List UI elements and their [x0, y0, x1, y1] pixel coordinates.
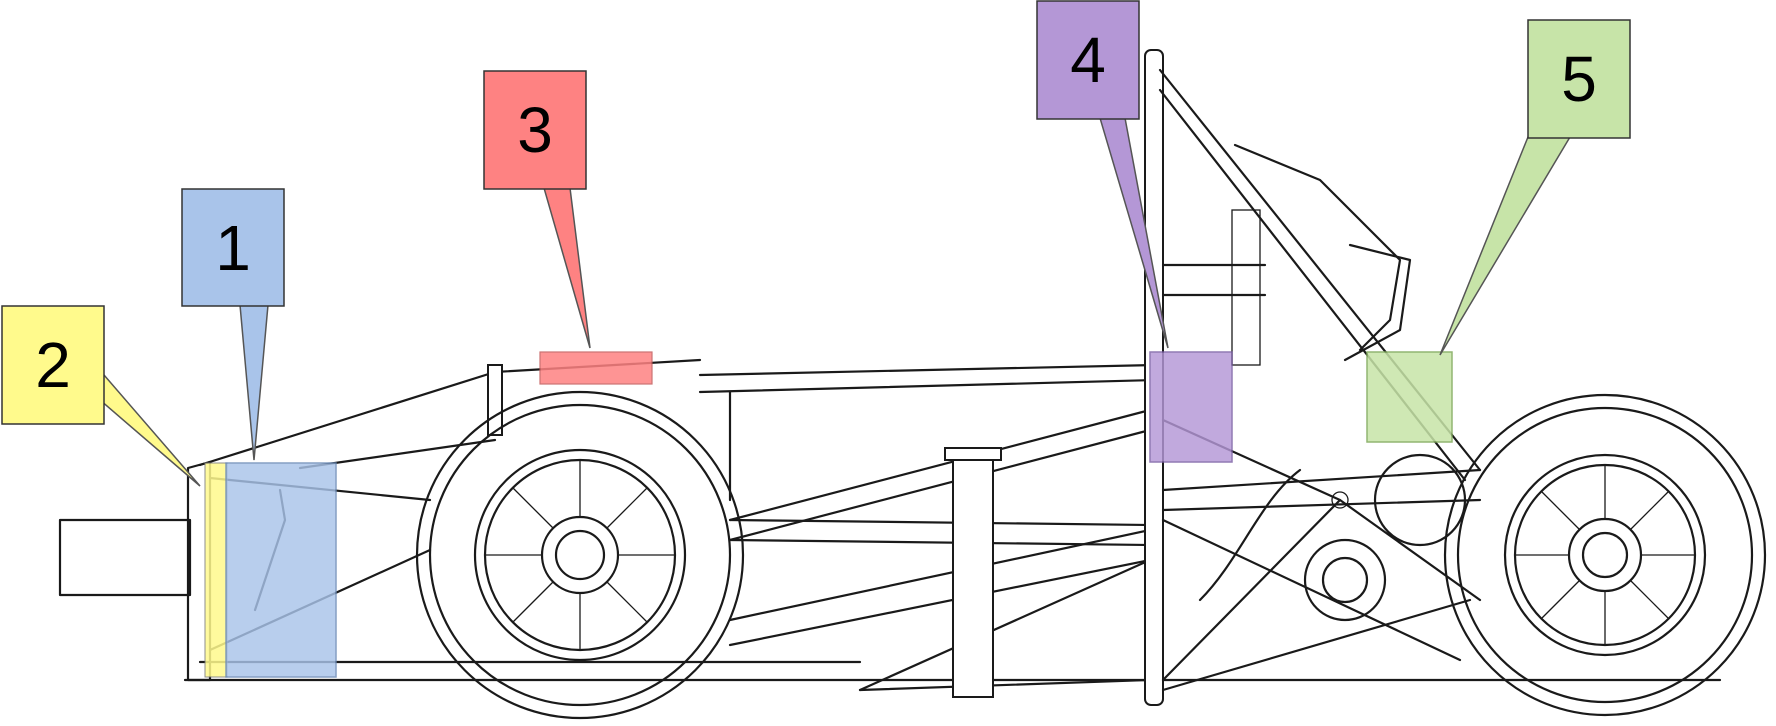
callout-3: 3	[483, 70, 653, 385]
callout-1-label: 1	[215, 212, 251, 284]
callout-5-pointer	[1439, 136, 1572, 356]
highlight-region-5	[1366, 351, 1453, 443]
highlight-region-2	[204, 462, 228, 678]
callout-3-box	[483, 70, 587, 190]
callout-4-box	[1036, 0, 1140, 120]
callout-2-label: 2	[35, 329, 71, 401]
callout-5-box	[1527, 19, 1631, 139]
callout-2: 2	[1, 305, 228, 678]
callout-4: 4	[1036, 0, 1233, 463]
highlight-region-1	[225, 462, 337, 678]
callout-2-pointer	[99, 373, 201, 487]
callout-5: 5	[1366, 19, 1631, 443]
callout-1-box	[181, 188, 285, 307]
callout-5-label: 5	[1561, 43, 1597, 115]
callout-3-label: 3	[517, 94, 553, 166]
rear-wheel	[1443, 393, 1767, 717]
highlight-region-3	[539, 351, 653, 385]
callout-2-box	[1, 305, 105, 425]
callout-1-pointer	[239, 304, 269, 461]
callout-4-label: 4	[1070, 24, 1106, 96]
highlight-region-4	[1149, 351, 1233, 463]
front-wheel	[415, 390, 745, 720]
callout-3-pointer	[543, 187, 591, 349]
callout-1: 1	[181, 188, 337, 678]
